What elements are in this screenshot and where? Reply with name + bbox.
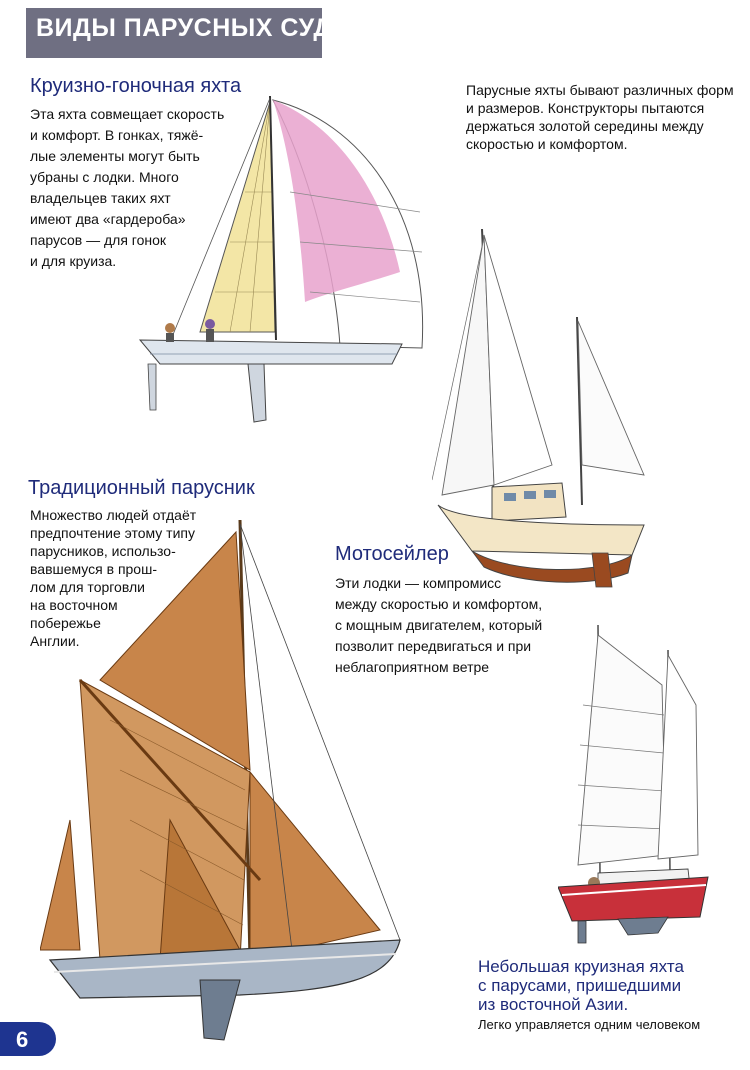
text-line: и для круиза. (30, 253, 117, 269)
traditional-text: Множество людей отдаёт предпочтение этом… (30, 506, 196, 650)
intro-text: Парусные яхты бывают различных форм и ра… (466, 81, 734, 153)
text-line: убраны с лодки. Много (30, 169, 179, 185)
motorsailer-illustration (432, 228, 645, 588)
title-line: из восточной Азии. (478, 995, 629, 1014)
page-title: ВИДЫ ПАРУСНЫХ СУДОВ (36, 14, 371, 42)
text-line: парусников, использо- (30, 543, 176, 559)
traditional-title: Традиционный парусник (28, 477, 255, 499)
cruiser-racer-text: Эта яхта совмещает скорость и комфорт. В… (30, 104, 224, 272)
junk-yacht-title: Небольшая круизная яхта с парусами, приш… (478, 957, 684, 1014)
title-line: Небольшая круизная яхта (478, 957, 684, 976)
motorsailer-text: Эти лодки — компромисс между скоростью и… (335, 573, 542, 678)
cruiser-racer-illustration (138, 95, 424, 423)
text-line: неблагоприятном ветре (335, 659, 490, 675)
text-line: имеют два «гардероба» (30, 211, 186, 227)
text-line: лом для торговли (30, 579, 145, 595)
page-number-badge (0, 1022, 56, 1056)
traditional-sailer-illustration (40, 520, 401, 1041)
junk-yacht-illustration (558, 625, 709, 944)
title-line: с парусами, пришедшими (478, 976, 682, 995)
text-line: Эти лодки — компромисс (335, 575, 502, 591)
junk-yacht-caption: Легко управляется одним человеком (478, 1017, 701, 1032)
text-line: побережье (30, 615, 101, 631)
text-line: на восточном (30, 597, 118, 613)
intro-line: Парусные яхты бывают различных форм (466, 82, 734, 98)
text-line: позволит передвигаться и при (335, 638, 532, 654)
text-line: с мощным двигателем, который (335, 617, 543, 633)
text-line: Множество людей отдаёт (30, 507, 197, 523)
intro-line: скоростью и комфортом. (466, 136, 628, 152)
text-line: и комфорт. В гонках, тяжё- (30, 127, 204, 143)
text-line: предпочтение этому типу (30, 525, 195, 541)
text-line: между скоростью и комфортом, (335, 596, 543, 612)
text-line: Эта яхта совмещает скорость (30, 106, 225, 122)
header-band (26, 8, 322, 58)
text-line: вавшемуся в прош- (30, 561, 157, 577)
text-line: владельцев таких яхт (30, 190, 171, 206)
cruiser-racer-title: Круизно-гоночная яхта (30, 75, 242, 97)
page-number: 6 (16, 1027, 29, 1052)
intro-line: и размеров. Конструкторы пытаются (466, 100, 705, 116)
intro-line: держаться золотой середины между (466, 118, 704, 134)
motorsailer-title: Мотосейлер (335, 543, 449, 565)
text-line: парусов — для гонок (30, 232, 167, 248)
text-line: Англии. (30, 633, 80, 649)
text-line: лые элементы могут быть (30, 148, 200, 164)
